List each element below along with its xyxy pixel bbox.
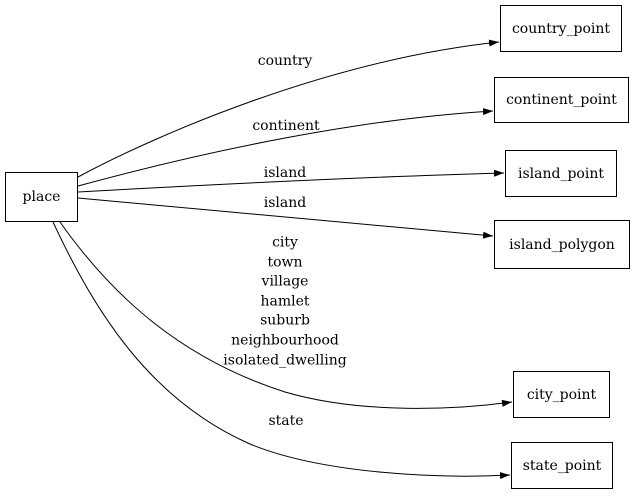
node-city-point: city_point [513,371,610,418]
node-state-point-label: state_point [522,457,602,474]
node-country-point: country_point [500,5,622,52]
node-place: place [5,172,78,222]
node-island-polygon-label: island_polygon [509,236,615,253]
node-island-polygon: island_polygon [494,220,630,269]
edge-label-state: state [268,413,304,430]
edge-label-island-point: island [263,165,307,182]
node-island-point: island_point [505,150,617,197]
edge-place-continent-point [77,108,494,187]
edge-label-island-polygon: island [263,195,307,212]
node-city-point-label: city_point [526,386,597,403]
node-country-point-label: country_point [511,20,611,37]
node-state-point: state_point [511,442,613,489]
edge-place-island-polygon [77,197,494,239]
edge-place-state-point [52,221,511,480]
edge-label-country: country [257,53,313,70]
node-continent-point-label: continent_point [506,92,617,108]
node-continent-point: continent_point [494,77,629,123]
edge-place-country-point [77,39,500,178]
edge-label-continent: continent [252,118,320,135]
edge-place-island-point [77,169,505,193]
edge-place-city-point [59,221,513,409]
node-place-label: place [22,189,61,205]
node-island-point-label: island_point [518,165,604,182]
edge-label-city-variants: city town village hamlet suburb neighbou… [223,234,347,368]
